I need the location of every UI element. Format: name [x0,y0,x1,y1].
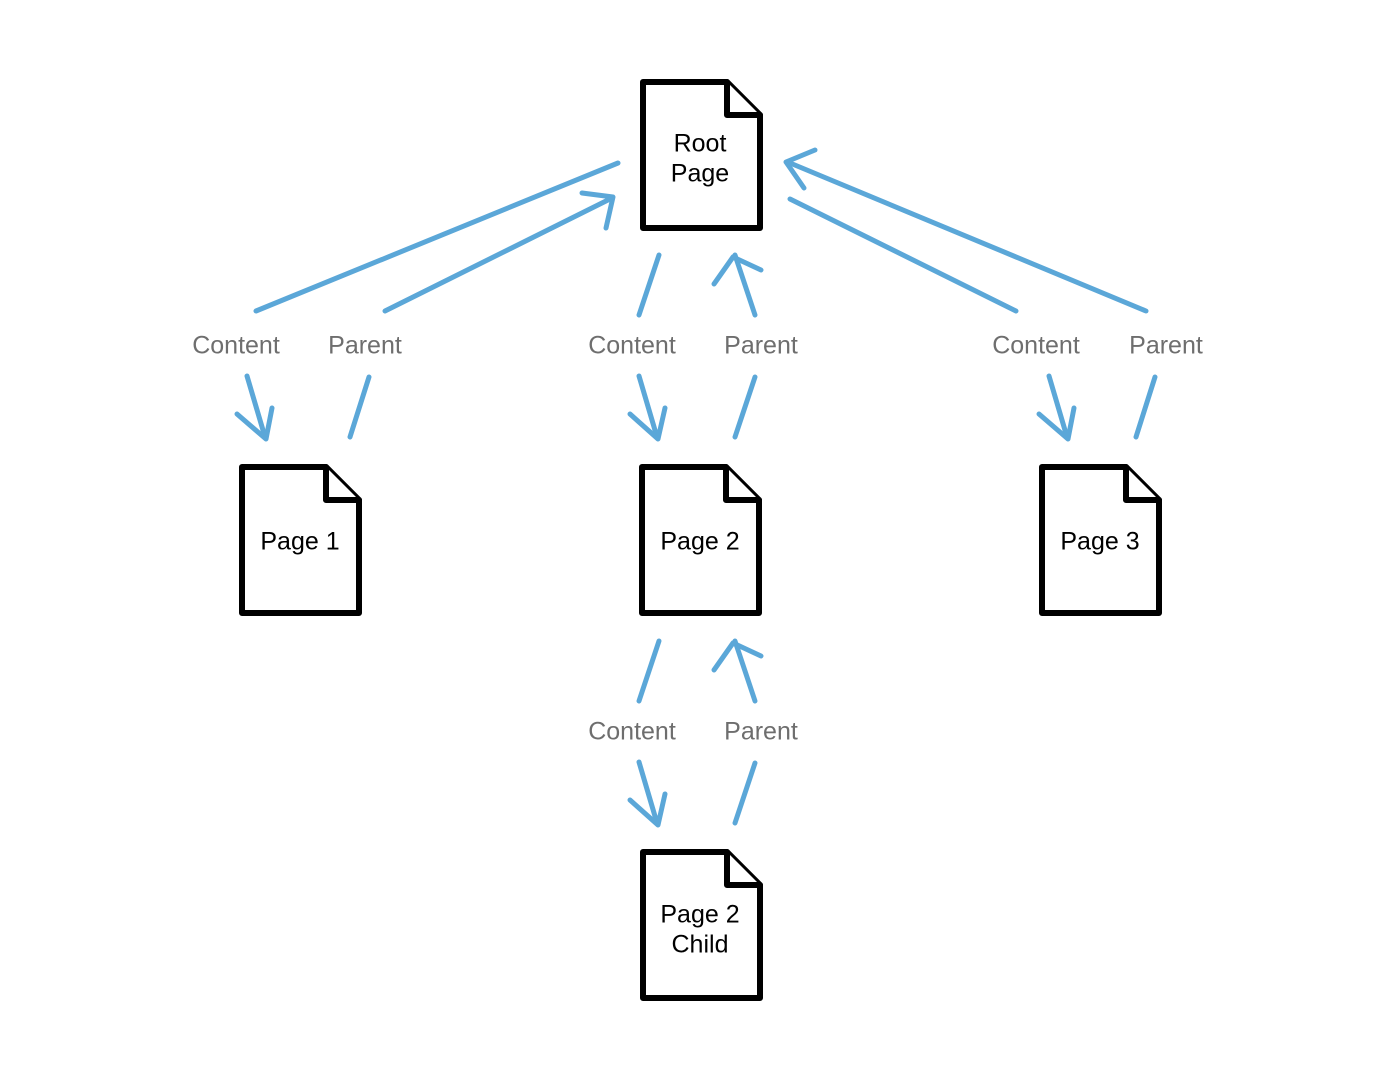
edge-line-root-page2-content-lower [636,373,660,440]
edge-page2-child-content [627,638,668,828]
edge-label-root-page2-parent: Parent [724,332,798,360]
document-fold-root-page [724,79,763,118]
node-label-page-2-child-line1: Page 2 [660,901,739,929]
arrowhead-up-page2-child-parent [711,640,764,673]
document-icon-page-3 [1039,464,1162,616]
edge-line-root-page1-parent [382,196,613,314]
edge-root-page1-parent [347,190,616,440]
edge-root-page3-content [787,196,1077,442]
edge-line-page2-child-content-upper [636,638,662,704]
node-label-page-2: Page 2 [660,528,739,556]
document-icon-page-1 [239,464,362,616]
edge-line-root-page3-content-lower [1046,373,1070,440]
node-page-1[interactable]: Page 1 [239,464,362,616]
node-label-root-page-line1: Root [674,130,727,158]
edge-line-root-page1-content-lower [244,373,268,440]
edge-label-root-page3-content: Content [992,332,1080,360]
edge-line-page2-child-parent-upper [732,638,758,704]
edge-root-page3-parent [783,147,1158,440]
document-fold-page-2 [723,464,762,503]
edge-line-page2-child-parent-lower [732,760,758,826]
document-fold-page-3 [1123,464,1162,503]
edge-label-root-page3-parent: Parent [1129,332,1203,360]
edge-line-root-page2-content-upper [636,252,662,318]
edge-label-page2-child-parent: Parent [724,718,798,746]
arrowhead-up-root-page1-parent [579,190,616,231]
node-page-2[interactable]: Page 2 [639,464,762,616]
edge-line-root-page2-parent-lower [732,374,758,440]
edge-line-root-page3-content [787,196,1019,314]
node-page-2-child[interactable]: Page 2 Child [640,849,763,1001]
node-label-page-2-child-line2: Child [672,931,729,959]
edge-root-page2-content [627,252,668,442]
arrowhead-down-root-page1-content [234,405,275,442]
arrowhead-up-root-page3-parent [783,147,818,191]
edge-root-page1-content [234,160,621,442]
edge-page2-child-parent [711,638,764,826]
edge-line-root-page3-parent [787,160,1149,314]
node-label-page-3: Page 3 [1060,528,1139,556]
edge-line-root-page3-parent-lower [1133,374,1158,440]
arrowhead-down-root-page3-content [1036,405,1077,442]
edge-root-page2-parent [711,252,764,440]
document-icon-root-page [640,79,763,231]
edge-label-page2-child-content: Content [588,718,676,746]
edge-line-root-page1-content [253,160,621,314]
arrowhead-up-root-page2-parent [711,254,764,287]
edge-label-root-page2-content: Content [588,332,676,360]
node-label-page-1: Page 1 [260,528,339,556]
arrowhead-down-root-page2-content [627,405,668,442]
document-fold-page-2-child [724,849,763,888]
edge-line-root-page2-parent-upper [732,252,758,318]
edge-line-root-page1-parent-lower [347,374,372,440]
document-icon-page-2-child [640,849,763,1001]
edge-line-page2-child-content-lower [636,759,660,826]
node-page-3[interactable]: Page 3 [1039,464,1162,616]
edge-label-root-page1-parent: Parent [328,332,402,360]
document-fold-page-1 [323,464,362,503]
arrowhead-down-page2-child-content [627,791,668,828]
edge-label-root-page1-content: Content [192,332,280,360]
document-icon-page-2 [639,464,762,616]
node-root-page[interactable]: Root Page [640,79,763,231]
node-label-root-page-line2: Page [671,160,729,188]
